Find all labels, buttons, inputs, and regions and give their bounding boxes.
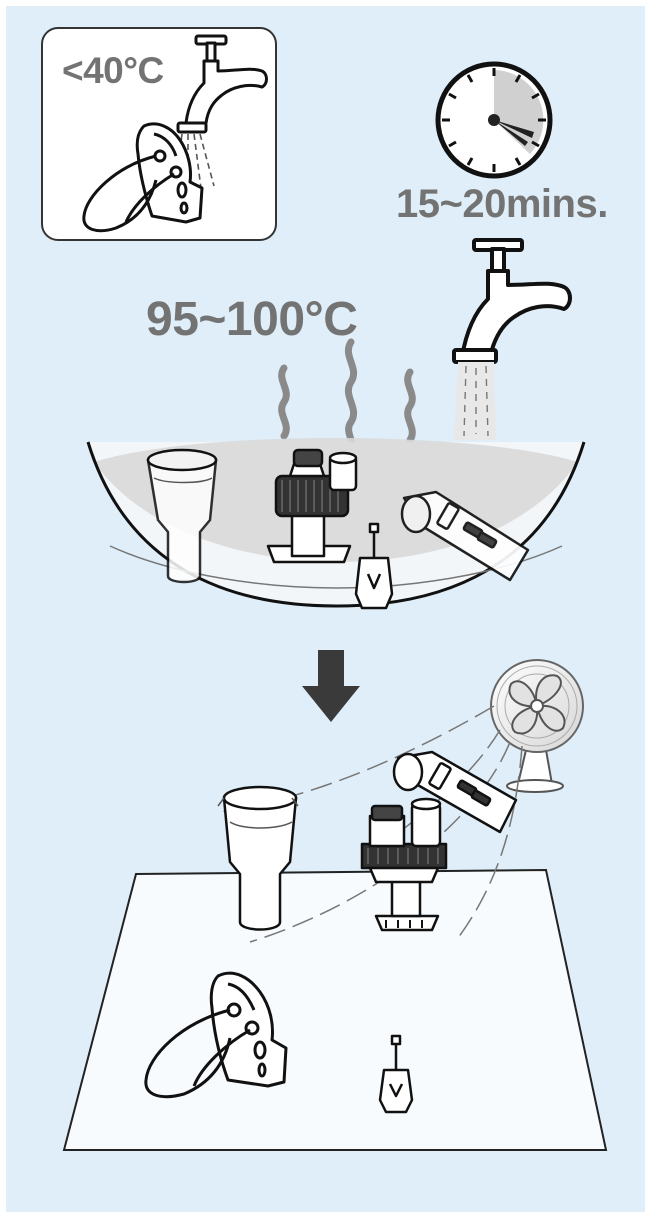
steam-icon — [282, 342, 413, 450]
inset-temperature-label: <40°C — [62, 50, 164, 92]
soak-time-label: 15~20mins. — [396, 182, 608, 227]
drying-sheet-icon — [64, 870, 606, 1150]
tap-icon — [454, 240, 570, 362]
cleaning-instructions-diagram: <40°C 15~20mins. 95~100°C — [6, 6, 645, 1212]
fan-icon — [491, 660, 583, 792]
boil-temperature-label: 95~100°C — [146, 292, 357, 347]
water-stream-icon — [454, 362, 496, 440]
arrow-down-icon — [302, 650, 360, 722]
clock-icon — [438, 64, 550, 176]
